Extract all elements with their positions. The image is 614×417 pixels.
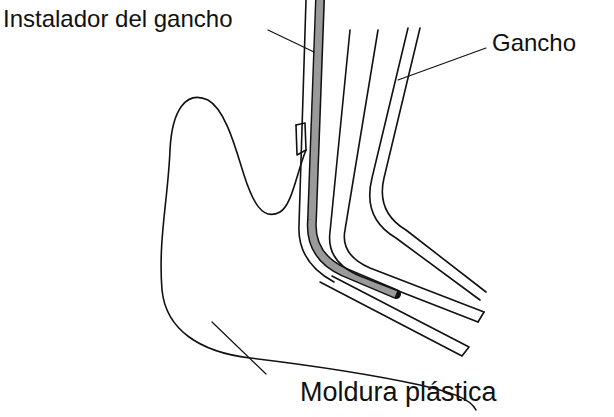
- hook-installer-fill: [312, 0, 396, 294]
- installer-edge: [299, 0, 334, 282]
- part-label: Gancho: [492, 30, 576, 56]
- hook-outer-2: [382, 28, 486, 292]
- leader-line: [212, 322, 266, 374]
- hook-band-inner: [330, 30, 478, 322]
- hook-installer: [312, 0, 396, 294]
- hook-band-middle: [344, 30, 484, 312]
- leader-line: [268, 30, 314, 52]
- part-label: Moldura plástica: [300, 378, 497, 408]
- part-label: Instalador del gancho: [3, 6, 233, 32]
- leader-line: [398, 48, 486, 80]
- hook-end: [478, 312, 484, 322]
- hook-outer-1: [370, 28, 480, 300]
